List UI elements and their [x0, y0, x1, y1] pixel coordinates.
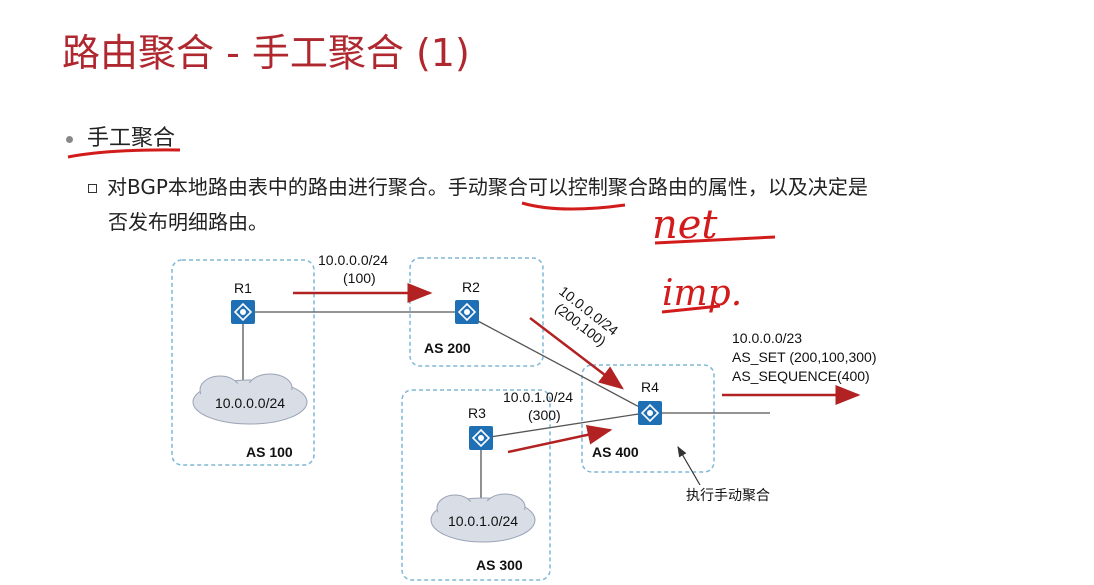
- handwritten-underline-1: [67, 148, 181, 159]
- arrow-r2-to-r4: [529, 317, 624, 390]
- arrow-r3-to-r4: [507, 424, 613, 454]
- adv-r1-path: (100): [343, 270, 376, 286]
- zone-as200: [409, 257, 544, 367]
- adv-r1-prefix: 10.0.0.0/24: [318, 252, 388, 268]
- handwritten-underline-3: [654, 235, 776, 245]
- as200-label: AS 200: [424, 340, 471, 356]
- router-r3-icon: [469, 426, 493, 450]
- cloud-10-0-1-0: [430, 493, 536, 543]
- adv-out-as-set: AS_SET (200,100,300): [732, 349, 877, 365]
- router-r4-icon: [638, 401, 662, 425]
- adv-out-as-sequence: AS_SEQUENCE(400): [732, 368, 870, 384]
- bullet-manual-aggregation: 手工聚合: [66, 120, 175, 152]
- adv-r3-path: (300): [528, 407, 561, 423]
- as400-label: AS 400: [592, 444, 639, 460]
- zone-as400: [581, 364, 715, 473]
- link-r2-r4: [475, 319, 646, 411]
- router-r1-label: R1: [234, 280, 252, 296]
- router-r2-icon: [455, 300, 479, 324]
- router-r1-icon: [231, 300, 255, 324]
- cloud-10-0-0-0: [192, 373, 308, 425]
- adv-out-prefix: 10.0.0.0/23: [732, 330, 802, 346]
- cloud2-label: 10.0.1.0/24: [448, 513, 518, 529]
- cloud1-label: 10.0.0.0/24: [215, 395, 285, 411]
- square-bullet-icon: [88, 184, 97, 193]
- router-r2-label: R2: [462, 279, 480, 295]
- zone-as100: [171, 259, 315, 466]
- zone-as300: [401, 389, 551, 581]
- page-title: 路由聚合 - 手工聚合 (1): [62, 31, 470, 75]
- adv-r3-prefix: 10.0.1.0/24: [503, 389, 573, 405]
- as100-label: AS 100: [246, 444, 293, 460]
- handwritten-underline-2: [521, 201, 626, 211]
- as300-label: AS 300: [476, 557, 523, 573]
- handwritten-underline-4: [661, 304, 721, 314]
- description-line2: 否发布明细路由。: [108, 210, 268, 234]
- note-pointer: [677, 445, 701, 486]
- router-r3-label: R3: [468, 405, 486, 421]
- bullet1-text: 手工聚合: [87, 126, 176, 151]
- bullet-dot-icon: [66, 135, 73, 143]
- link-r3-r4: [489, 412, 646, 438]
- description-line1: 对BGP本地路由表中的路由进行聚合。手动聚合可以控制聚合路由的属性，以及决定是: [107, 175, 868, 199]
- bullet-description: 对BGP本地路由表中的路由进行聚合。手动聚合可以控制聚合路由的属性，以及决定是 …: [88, 170, 1068, 240]
- router-r4-label: R4: [641, 379, 659, 395]
- note-manual-aggregation: 执行手动聚合: [686, 487, 770, 503]
